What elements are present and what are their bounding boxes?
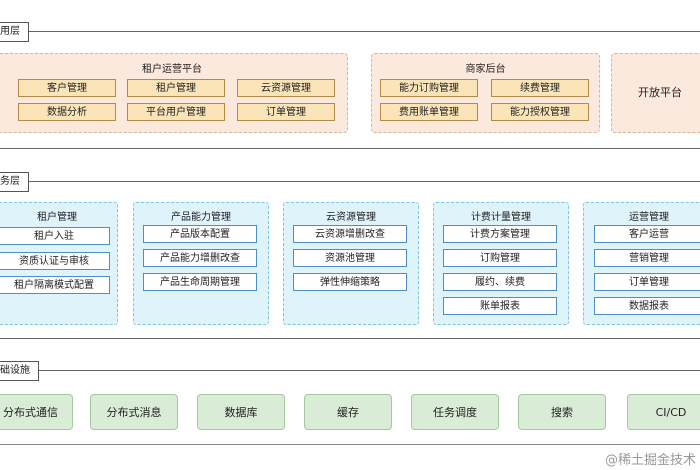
svc-billing-plan[interactable]: 计费方案管理 [443,225,557,243]
app-item-data-analysis[interactable]: 数据分析 [18,103,116,121]
svc-qualification-review[interactable]: 资质认证与审核 [0,252,110,270]
merchant-title: 商家后台 [465,64,506,75]
infra-cache[interactable]: 缓存 [304,394,392,430]
infra-search[interactable]: 搜索 [518,394,606,430]
svc-marketing[interactable]: 营销管理 [594,249,700,267]
service-layer-divider [0,181,700,182]
infra-layer-divider [0,370,700,371]
svc-resource-pool[interactable]: 资源池管理 [293,249,407,267]
svc-billing-report[interactable]: 账单报表 [443,297,557,315]
infra-layer-bottom-divider [0,444,700,445]
infra-distributed-comm[interactable]: 分布式通信 [0,394,73,430]
app-item-billing[interactable]: 费用账单管理 [380,103,478,121]
svc-product-lifecycle[interactable]: 产品生命周期管理 [143,273,257,291]
app-item-tenant[interactable]: 租户管理 [127,79,225,97]
service-product-title: 产品能力管理 [171,212,231,223]
app-item-cloud-resource[interactable]: 云资源管理 [237,79,335,97]
svc-tenant-isolation[interactable]: 租户隔离模式配置 [0,276,110,294]
service-layer-bottom-divider [0,338,700,339]
service-operations-title: 运营管理 [629,212,669,223]
tenant-ops-title: 租户运营平台 [142,64,202,75]
app-item-capability-auth[interactable]: 能力授权管理 [491,103,589,121]
app-item-renewal[interactable]: 续费管理 [491,79,589,97]
app-layer-bottom-divider [0,148,700,149]
infra-database[interactable]: 数据库 [197,394,285,430]
svc-cloud-crud[interactable]: 云资源增删改查 [293,225,407,243]
app-item-platform-user[interactable]: 平台用户管理 [127,103,225,121]
service-tenant-title: 租户管理 [37,212,77,223]
app-item-customer[interactable]: 客户管理 [18,79,116,97]
infra-cicd[interactable]: CI/CD [627,394,700,430]
svc-customer-ops[interactable]: 客户运营 [594,225,700,243]
service-billing-title: 计费计量管理 [471,212,531,223]
svc-product-version[interactable]: 产品版本配置 [143,225,257,243]
svc-data-report[interactable]: 数据报表 [594,297,700,315]
svc-fulfillment-renewal[interactable]: 履约、续费 [443,273,557,291]
service-cloud-title: 云资源管理 [326,212,376,223]
svc-subscription[interactable]: 订购管理 [443,249,557,267]
app-layer-label: 用层 [0,22,29,42]
svc-tenant-onboarding[interactable]: 租户入驻 [0,227,110,245]
app-layer-divider [0,31,700,32]
infra-task-scheduling[interactable]: 任务调度 [411,394,499,430]
app-item-capability-order[interactable]: 能力订购管理 [380,79,478,97]
open-platform[interactable]: 开放平台 [611,53,700,133]
infra-layer-label: 础设施 [0,361,39,381]
svc-product-crud[interactable]: 产品能力增删改查 [143,249,257,267]
app-item-order[interactable]: 订单管理 [237,103,335,121]
watermark: @稀土掘金技术 [604,453,696,468]
svc-order-management[interactable]: 订单管理 [594,273,700,291]
svc-elastic-scaling[interactable]: 弹性伸缩策略 [293,273,407,291]
infra-distributed-message[interactable]: 分布式消息 [90,394,178,430]
service-layer-label: 务层 [0,172,29,192]
